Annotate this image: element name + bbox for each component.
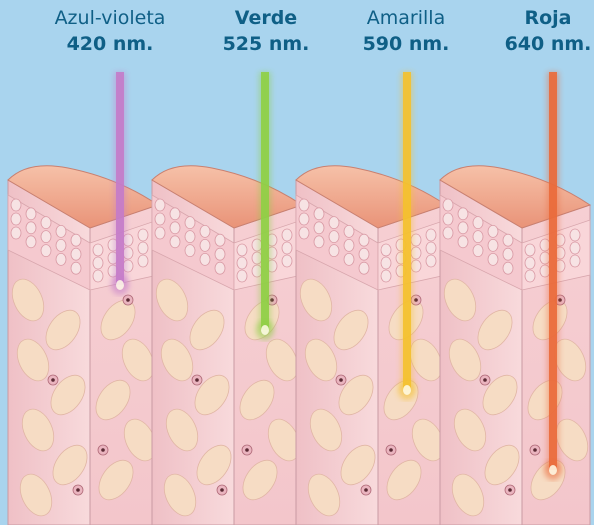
skin-block-1 [6,166,162,525]
skin-block-3 [294,166,450,525]
skin-block-4 [438,166,594,525]
skin-block-2 [150,166,306,525]
